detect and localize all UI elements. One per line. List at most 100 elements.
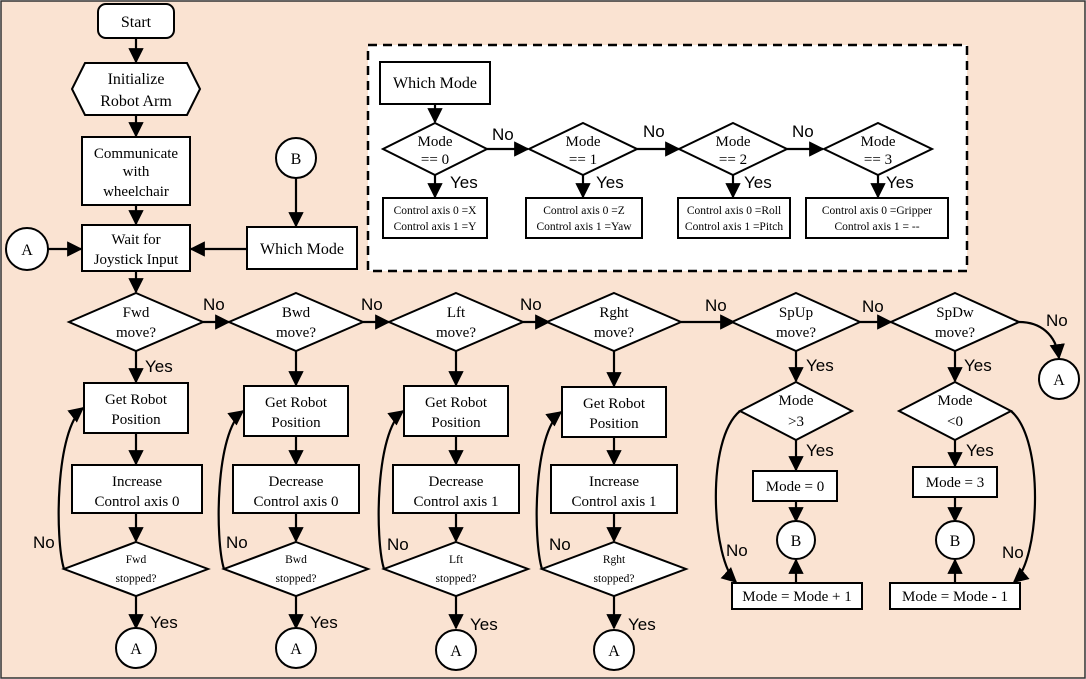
svg-text:Bwd: Bwd bbox=[285, 554, 307, 566]
connector-a-entry: A bbox=[5, 227, 49, 271]
svg-text:A: A bbox=[608, 643, 620, 660]
svg-text:Get Robot: Get Robot bbox=[105, 392, 168, 408]
svg-text:wheelchair: wheelchair bbox=[103, 184, 169, 200]
svg-text:stopped?: stopped? bbox=[436, 573, 477, 585]
svg-text:No: No bbox=[387, 535, 409, 554]
svg-text:Position: Position bbox=[111, 412, 161, 428]
svg-text:No: No bbox=[1002, 543, 1024, 562]
svg-text:Bwd: Bwd bbox=[282, 305, 311, 321]
svg-text:Mode = Mode - 1: Mode = Mode - 1 bbox=[902, 589, 1008, 605]
svg-text:Yes: Yes bbox=[744, 173, 772, 192]
svg-text:move?: move? bbox=[116, 325, 156, 341]
svg-text:Control axis 1 =Y: Control axis 1 =Y bbox=[394, 221, 478, 233]
svg-text:B: B bbox=[950, 533, 961, 550]
svg-text:Wait for: Wait for bbox=[111, 232, 160, 248]
svg-text:Position: Position bbox=[431, 415, 481, 431]
svg-text:Control axis 0 =Gripper: Control axis 0 =Gripper bbox=[822, 205, 932, 217]
svg-text:Yes: Yes bbox=[806, 356, 834, 375]
svg-text:Decrease: Decrease bbox=[429, 474, 484, 490]
svg-text:No: No bbox=[549, 535, 571, 554]
svg-text:Which Mode: Which Mode bbox=[260, 241, 344, 258]
svg-text:Mode = 3: Mode = 3 bbox=[926, 475, 984, 491]
svg-text:Yes: Yes bbox=[450, 173, 478, 192]
svg-text:== 3: == 3 bbox=[864, 152, 892, 168]
inset-title: Which Mode bbox=[393, 75, 477, 92]
svg-text:Rght: Rght bbox=[599, 305, 629, 321]
svg-text:No: No bbox=[492, 125, 514, 144]
svg-text:Yes: Yes bbox=[145, 357, 173, 376]
svg-text:No: No bbox=[643, 122, 665, 141]
fwd-branch: Fwd move? Yes Get Robot Position Increas… bbox=[33, 291, 211, 669]
svg-text:Control axis 0: Control axis 0 bbox=[254, 494, 339, 510]
svg-text:Rght: Rght bbox=[603, 554, 626, 566]
svg-text:Control axis 0 =Z: Control axis 0 =Z bbox=[543, 205, 625, 217]
svg-text:Control axis 1 =Yaw: Control axis 1 =Yaw bbox=[536, 221, 632, 233]
svg-text:stopped?: stopped? bbox=[594, 573, 635, 585]
svg-text:Mode: Mode bbox=[566, 134, 601, 150]
svg-text:Mode = Mode + 1: Mode = Mode + 1 bbox=[742, 589, 851, 605]
lft-branch: Lft move? Get Robot Position Decrease Co… bbox=[377, 291, 531, 671]
svg-text:move?: move? bbox=[276, 325, 316, 341]
svg-text:No: No bbox=[361, 295, 383, 314]
svg-text:No: No bbox=[226, 533, 248, 552]
svg-text:stopped?: stopped? bbox=[276, 573, 317, 585]
rght-branch: Rght move? Get Robot Position Increase C… bbox=[535, 291, 689, 671]
connector-b-entry: B bbox=[275, 137, 317, 179]
start-label: Start bbox=[121, 14, 152, 31]
svg-text:Increase: Increase bbox=[589, 474, 639, 490]
svg-text:Mode: Mode bbox=[938, 393, 973, 409]
svg-text:Mode: Mode bbox=[779, 393, 814, 409]
bwd-branch: Bwd move? Get Robot Position Decrease Co… bbox=[217, 291, 371, 669]
svg-text:Get Robot: Get Robot bbox=[583, 396, 646, 412]
svg-text:Yes: Yes bbox=[966, 441, 994, 460]
svg-text:A: A bbox=[450, 643, 462, 660]
mode-selection-inset: Which Mode Mode == 0 Control axis 0 =X C… bbox=[366, 43, 969, 273]
svg-text:Yes: Yes bbox=[310, 613, 338, 632]
svg-text:Lft: Lft bbox=[447, 305, 466, 321]
svg-text:Control axis 0 =X: Control axis 0 =X bbox=[394, 205, 478, 217]
svg-text:with: with bbox=[123, 164, 150, 180]
svg-text:Communicate: Communicate bbox=[94, 146, 178, 162]
spdw-branch: SpDw move? Yes Mode <0 Yes Mode = 3 B Mo… bbox=[888, 291, 1080, 610]
svg-text:Control axis 0 =Roll: Control axis 0 =Roll bbox=[687, 205, 781, 217]
svg-text:Control axis 1: Control axis 1 bbox=[414, 494, 499, 510]
svg-text:Yes: Yes bbox=[886, 173, 914, 192]
svg-text:== 0: == 0 bbox=[421, 152, 449, 168]
svg-text:Yes: Yes bbox=[806, 441, 834, 460]
svg-text:No: No bbox=[792, 122, 814, 141]
svg-text:B: B bbox=[791, 533, 802, 550]
svg-text:No: No bbox=[705, 296, 727, 315]
svg-text:Yes: Yes bbox=[150, 613, 178, 632]
svg-text:Initialize: Initialize bbox=[108, 71, 165, 88]
svg-text:No: No bbox=[520, 295, 542, 314]
svg-text:SpDw: SpDw bbox=[936, 305, 974, 321]
svg-text:== 1: == 1 bbox=[569, 152, 597, 168]
svg-text:== 2: == 2 bbox=[719, 152, 747, 168]
svg-text:SpUp: SpUp bbox=[779, 305, 813, 321]
svg-text:No: No bbox=[33, 533, 55, 552]
wait-joystick-input-step: Wait for Joystick Input bbox=[81, 224, 191, 272]
svg-text:Mode: Mode bbox=[861, 134, 896, 150]
svg-text:A: A bbox=[1053, 372, 1065, 389]
svg-text:move?: move? bbox=[594, 325, 634, 341]
svg-text:Mode = 0: Mode = 0 bbox=[766, 479, 824, 495]
svg-text:Fwd: Fwd bbox=[123, 305, 150, 321]
svg-text:Get Robot: Get Robot bbox=[265, 395, 328, 411]
svg-text:Increase: Increase bbox=[112, 474, 162, 490]
svg-text:No: No bbox=[1046, 311, 1068, 330]
svg-text:Position: Position bbox=[589, 416, 639, 432]
svg-text:Control axis 0: Control axis 0 bbox=[95, 494, 180, 510]
svg-text:move?: move? bbox=[436, 325, 476, 341]
svg-text:Lft: Lft bbox=[449, 554, 464, 566]
init-robot-arm-step: Initialize Robot Arm bbox=[70, 62, 202, 116]
svg-text:stopped?: stopped? bbox=[116, 573, 157, 585]
svg-text:Get Robot: Get Robot bbox=[425, 395, 488, 411]
svg-text:Yes: Yes bbox=[964, 356, 992, 375]
svg-text:Yes: Yes bbox=[596, 173, 624, 192]
svg-text:A: A bbox=[21, 242, 33, 259]
svg-text:Yes: Yes bbox=[470, 615, 498, 634]
which-mode-step: Which Mode bbox=[246, 226, 358, 270]
svg-text:B: B bbox=[291, 151, 302, 168]
svg-text:Yes: Yes bbox=[628, 615, 656, 634]
